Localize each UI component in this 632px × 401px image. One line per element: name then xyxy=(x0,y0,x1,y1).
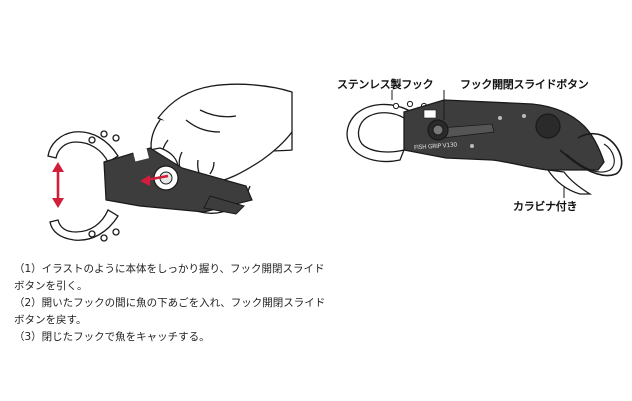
left-grip-hooks xyxy=(47,130,120,242)
callout-leader-lines xyxy=(391,90,565,198)
instruction-step-3: （3）閉じたフックで魚をキャッチする。 xyxy=(14,331,210,343)
product-illustration xyxy=(346,99,623,195)
usage-instructions: （1）イラストのように本体をしっかり握り、フック開閉スライドボタンを引く。 （2… xyxy=(14,261,334,346)
stainless-hook-callout: ステンレス製フック xyxy=(337,78,434,91)
carabiner-callout: カラビナ付き xyxy=(513,200,578,213)
slide-direction-arrow xyxy=(140,174,169,186)
instruction-step-1: （1）イラストのように本体をしっかり握り、フック開閉スライドボタンを引く。 xyxy=(14,263,325,292)
instruction-step-2: （2）開いたフックの間に魚の下あごを入れ、フック開閉スライドボタンを戻す。 xyxy=(14,297,326,326)
left-grip-body xyxy=(103,147,253,215)
jaw-open-arrow xyxy=(52,162,64,208)
slide-button-callout: フック開閉スライドボタン xyxy=(460,78,589,91)
